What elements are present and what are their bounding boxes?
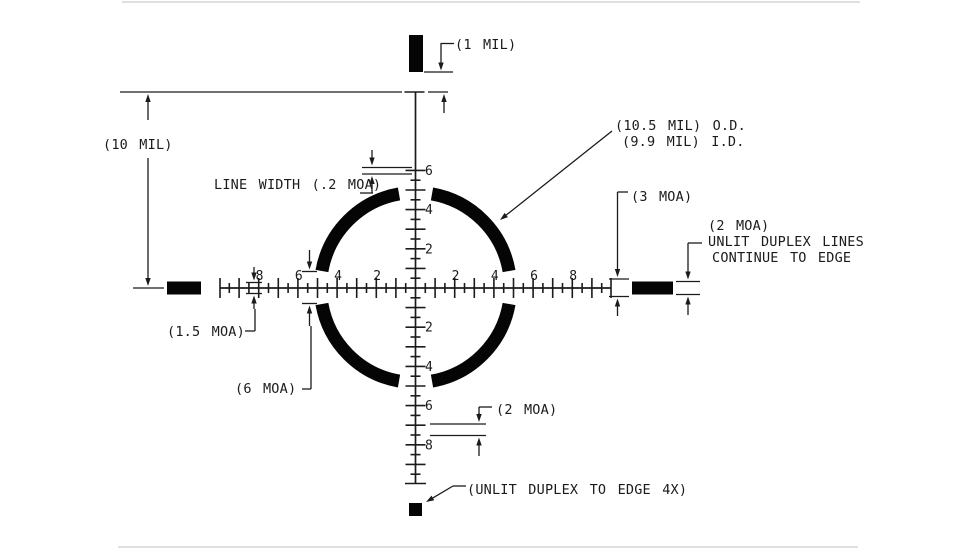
- axis-number: 8: [256, 269, 264, 284]
- label-duplex-note: (UNLIT DUPLEX TO EDGE 4X): [467, 482, 687, 498]
- label-unlit-line-3: CONTINUE TO EDGE: [712, 250, 851, 266]
- ring-arc-lower-left: [315, 302, 401, 388]
- axis-number: 2: [425, 242, 433, 257]
- axis-number: 2: [425, 321, 433, 336]
- axis-number: 2: [452, 269, 460, 284]
- bottom-duplex-post: [409, 503, 422, 516]
- top-duplex-post: [409, 35, 423, 72]
- axis-number: 4: [334, 269, 342, 284]
- ring-arc-upper-right: [430, 187, 516, 273]
- ring-arc-lower-right: [430, 302, 516, 388]
- axis-number: 2: [373, 269, 381, 284]
- page-border-lines: [118, 1, 860, 548]
- axis-number: 4: [491, 269, 499, 284]
- label-vertical-span: (10 MIL): [103, 137, 173, 153]
- axis-number: 4: [425, 360, 433, 375]
- dimension-arrows: [145, 43, 691, 502]
- axis-number: 6: [530, 269, 538, 284]
- tick-marks: [219, 91, 612, 485]
- label-circle-od: (10.5 MIL) O.D.: [615, 118, 746, 134]
- axis-number: 6: [295, 269, 303, 284]
- annotation-labels: (1 MIL) (10 MIL) LINE WIDTH (.2 MOA) (10…: [103, 37, 864, 498]
- label-unlit-line-1: (2 MOA): [708, 218, 769, 234]
- label-minor-tick-height: (1.5 MOA): [167, 324, 245, 340]
- label-line-width: LINE WIDTH (.2 MOA): [214, 177, 381, 193]
- left-duplex-post: [167, 281, 201, 295]
- axis-number: 6: [425, 164, 433, 179]
- dimension-lines: [120, 42, 702, 487]
- label-lower-gap: (2 MOA): [496, 402, 557, 418]
- axis-number: 8: [569, 269, 577, 284]
- label-post-height: (3 MOA): [631, 189, 692, 205]
- ring-arc-upper-left: [315, 187, 401, 273]
- label-unlit-line-2: UNLIT DUPLEX LINES: [708, 234, 864, 250]
- axis-number-labels: 8 6 4 2 2 4 6 8 6 4 2 2 4 6 8: [256, 164, 577, 453]
- label-top-duplex-gap: (1 MIL): [455, 37, 516, 53]
- label-circle-id: (9.9 MIL) I.D.: [622, 134, 745, 150]
- axis-number: 4: [425, 203, 433, 218]
- label-ring-gap: (6 MOA): [235, 381, 296, 397]
- crosshair-lines: [220, 92, 611, 484]
- reticle-ring: [315, 187, 516, 388]
- axis-number: 8: [425, 438, 433, 453]
- axis-number: 6: [425, 399, 433, 414]
- duplex-posts: [167, 35, 673, 516]
- right-duplex-post: [632, 281, 673, 295]
